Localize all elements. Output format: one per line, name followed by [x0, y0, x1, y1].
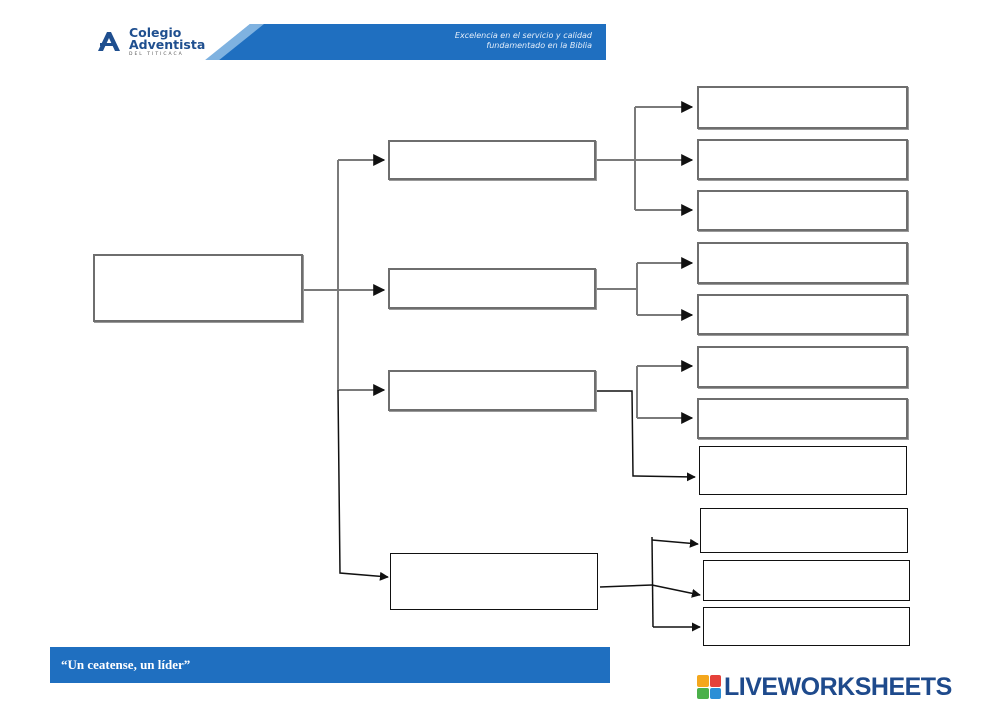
header-tagline: Excelencia en el servicio y calidad fund… [455, 31, 592, 51]
root-to-branch-4-connector [337, 389, 389, 581]
branch-3-box[interactable] [388, 370, 596, 411]
branch-4-box[interactable] [390, 553, 598, 610]
header-banner: Excelencia en el servicio y calidad fund… [50, 24, 606, 60]
branch-3-child-1-box[interactable] [697, 346, 908, 388]
branch-2-child-1-box[interactable] [697, 242, 908, 284]
branch-1-box[interactable] [388, 140, 596, 180]
school-subtitle: DEL TITICACA [129, 52, 184, 57]
watermark-text: LIVEWORKSHEETS [724, 672, 952, 701]
branch-4-child-3-box[interactable] [703, 607, 910, 646]
branch-1-connectors [596, 101, 694, 216]
branch-3-child-2-box[interactable] [697, 398, 908, 439]
branch-2-child-2-box[interactable] [697, 294, 908, 335]
branch-1-child-1-box[interactable] [697, 86, 908, 129]
root-box[interactable] [93, 254, 303, 322]
branch-4-child-2-box[interactable] [703, 560, 910, 601]
branch-2-connectors [596, 257, 694, 321]
branch-3-extra-connector [596, 390, 696, 482]
school-logo-icon [98, 32, 120, 51]
branch-2-box[interactable] [388, 268, 596, 309]
liveworksheets-watermark: LIVEWORKSHEETS [697, 673, 952, 701]
footer-banner: “Un ceatense, un líder” [50, 647, 610, 683]
branch-4-connectors [599, 536, 701, 632]
branch-4-child-1-box[interactable] [700, 508, 908, 553]
tagline-line-1: Excelencia en el servicio y calidad [454, 31, 592, 40]
root-connectors [303, 154, 386, 396]
branch-1-child-2-box[interactable] [697, 139, 908, 180]
school-name: Colegio Adventista [129, 25, 206, 52]
school-name-line-2: Adventista [129, 37, 206, 52]
tagline-line-2: fundamentado en la Biblia [486, 41, 592, 50]
footer-motto: “Un ceatense, un líder” [61, 657, 191, 672]
branch-3-connectors [636, 360, 694, 424]
branch-1-child-3-box[interactable] [697, 190, 908, 231]
school-name-line-1: Colegio [129, 25, 182, 40]
branch-3-child-3-box[interactable] [699, 446, 907, 495]
liveworksheets-logo-icon [697, 675, 721, 699]
